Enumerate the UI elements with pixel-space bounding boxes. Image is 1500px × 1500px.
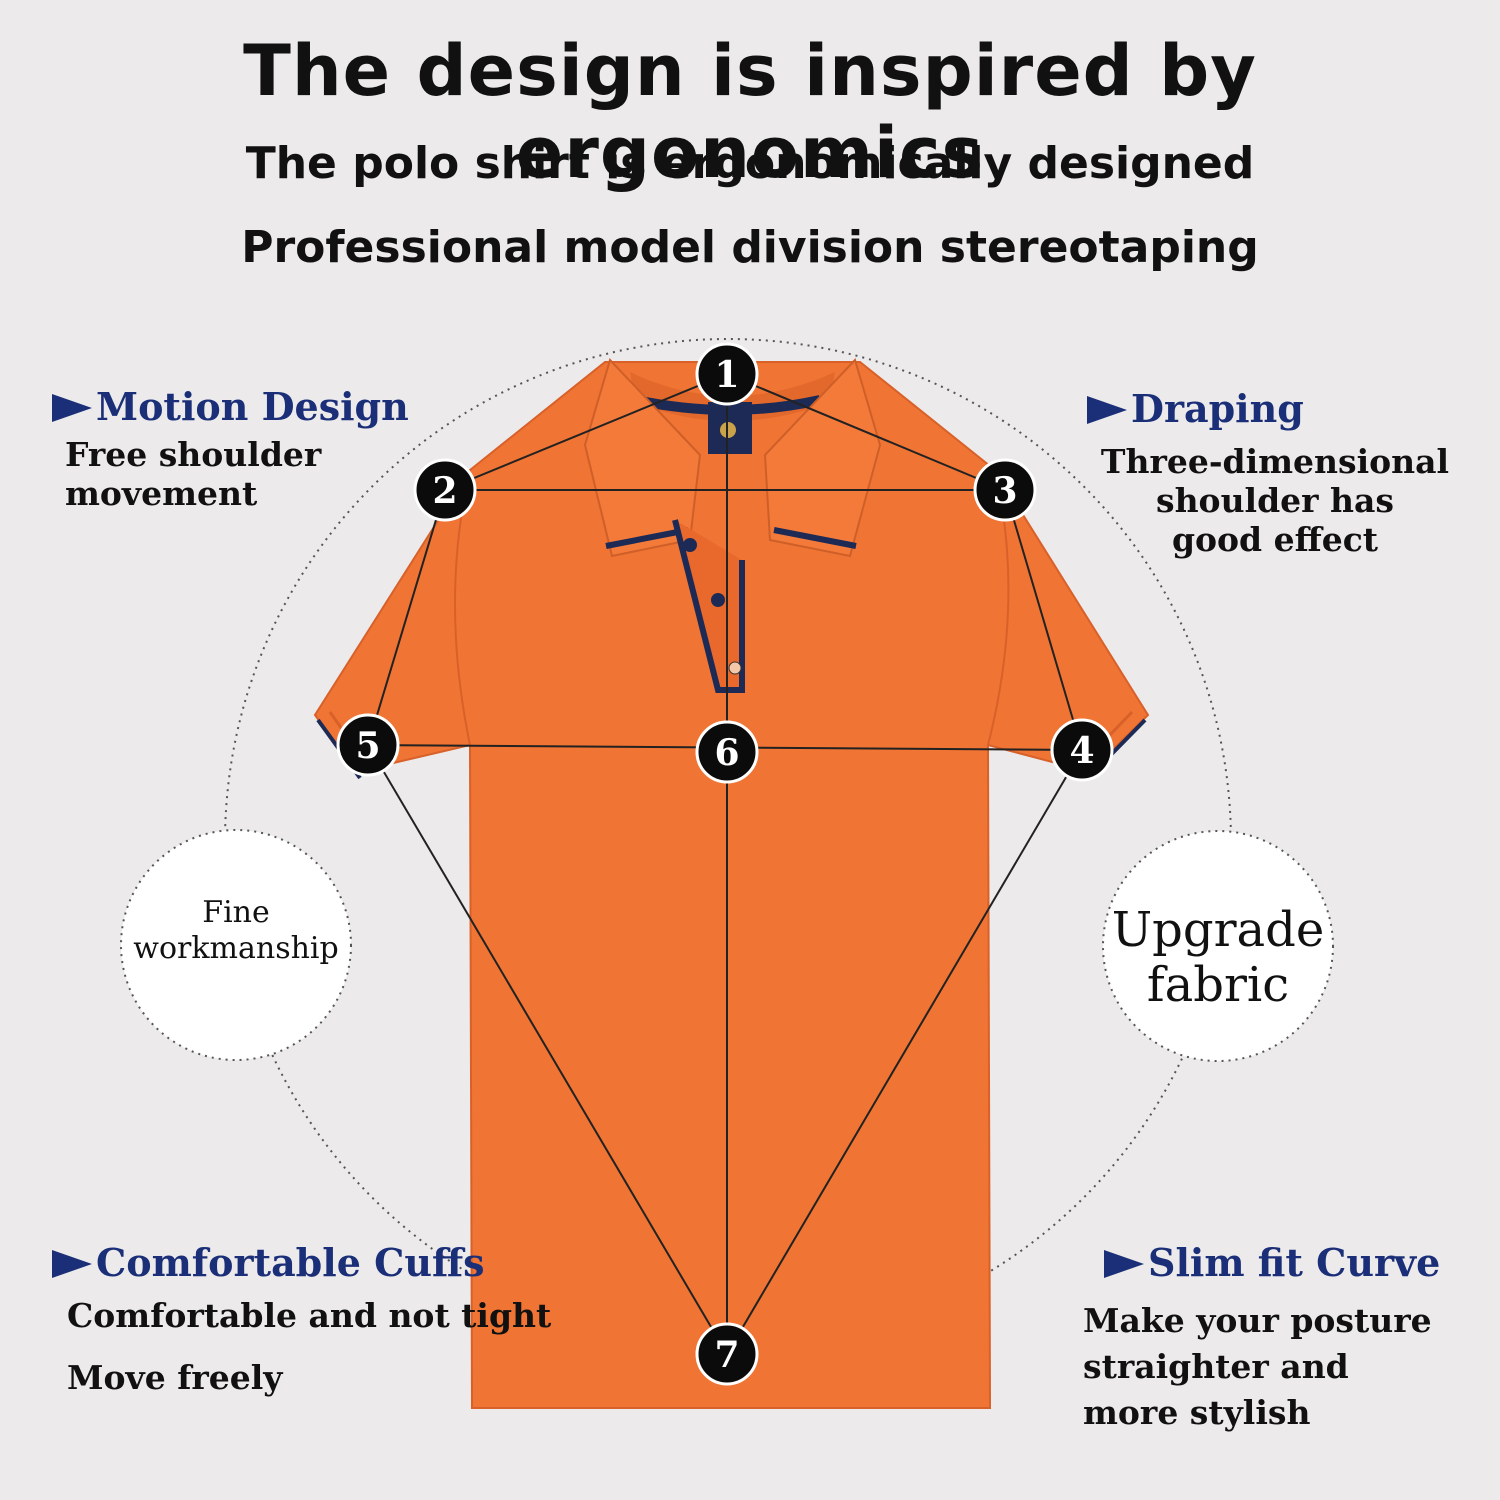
draping-text: Three-dimensional shoulder has good effe…: [1100, 442, 1450, 559]
svg-text:7: 7: [714, 1334, 739, 1376]
motion-text: Free shoulder movement: [65, 435, 322, 513]
slim-heading: Slim fit Curve: [1104, 1240, 1440, 1285]
subtitle-stereotaping: Professional model division stereotaping: [241, 222, 1259, 273]
right-collar: [763, 358, 882, 558]
arrow-right-icon: [52, 1250, 92, 1278]
svg-text:6: 6: [714, 732, 739, 774]
arrow-right-icon: [1087, 396, 1127, 424]
fabric-line2: fabric: [1146, 957, 1290, 1013]
svg-text:1: 1: [714, 354, 739, 396]
workmanship-line1: Fine: [202, 895, 270, 930]
marker-1: 1: [695, 342, 759, 406]
fabric-line1: Upgrade: [1111, 902, 1325, 958]
svg-text:2: 2: [432, 470, 457, 512]
marker-4: 4: [1050, 718, 1114, 782]
cuffs-text1: Comfortable and not tight: [67, 1296, 552, 1335]
marker-2: 2: [413, 458, 477, 522]
workmanship-label: Fine workmanship: [121, 895, 351, 967]
svg-text:5: 5: [355, 725, 380, 767]
marker-7: 7: [695, 1322, 759, 1386]
motion-heading: Motion Design: [52, 384, 409, 429]
fabric-circle: [1102, 830, 1334, 1062]
svg-text:3: 3: [992, 470, 1017, 512]
slim-text: Make your posture straighter and more st…: [1083, 1301, 1432, 1432]
cuffs-text2: Move freely: [67, 1358, 283, 1397]
marker-6: 6: [695, 720, 759, 784]
cuffs-heading: Comfortable Cuffs: [52, 1240, 485, 1285]
marker-3: 3: [973, 458, 1037, 522]
arrow-right-icon: [1104, 1250, 1144, 1278]
subtitle-ergonomic: The polo shirt is ergonomically designed: [245, 138, 1255, 189]
page-title: The design is inspired by ergonomics: [243, 30, 1257, 194]
fabric-label: Upgrade fabric: [1103, 903, 1333, 1013]
feature-cuffs: Comfortable Cuffs: [52, 1240, 485, 1285]
feature-draping: Draping: [1087, 386, 1304, 431]
measurement-lines: [367, 373, 1083, 1355]
workmanship-line2: workmanship: [133, 931, 339, 966]
marker-5: 5: [336, 713, 400, 777]
workmanship-circle: [120, 829, 352, 1061]
feature-motion: Motion Design Free shoulder movement: [52, 384, 409, 513]
arrow-right-icon: [52, 394, 92, 422]
svg-text:4: 4: [1069, 730, 1094, 772]
polo-shirt-illustration: [313, 358, 1150, 1409]
draping-heading: Draping: [1087, 386, 1304, 431]
feature-slim: Slim fit Curve: [1104, 1240, 1440, 1285]
